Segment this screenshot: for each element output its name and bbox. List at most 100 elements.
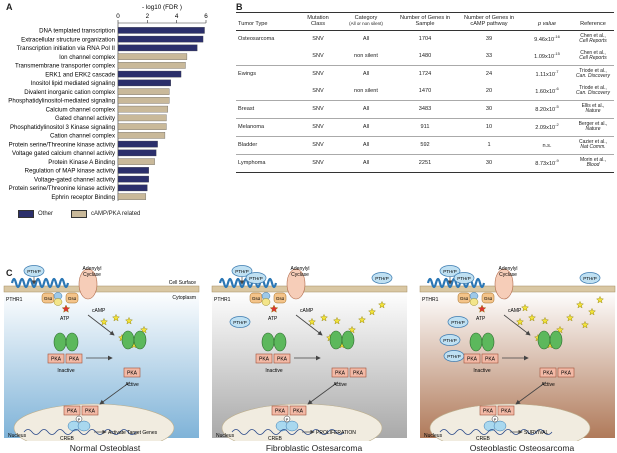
mutation-table: Tumor Type Mutation Class Category (All … <box>236 12 614 173</box>
cell-category: All <box>338 135 394 155</box>
pvalue-base: 8.20x10 <box>535 107 556 114</box>
camp-star <box>566 313 574 322</box>
camp-star <box>112 313 120 322</box>
pka-subunit: PKA <box>463 353 481 364</box>
regulatory-subunits <box>121 330 147 350</box>
legend-label-other: Other <box>38 211 54 217</box>
legend-swatch-other <box>18 210 34 218</box>
gsa-active <box>481 292 495 304</box>
nucleus <box>221 403 383 441</box>
cell-mclass: SNV <box>312 88 324 95</box>
cell-mclass: SNV <box>312 36 324 43</box>
reference-journal: Blood <box>586 162 600 169</box>
pthrp-ligand: PTHrP <box>439 265 461 277</box>
reference-journal: Nat Comm. <box>580 144 606 151</box>
bar <box>117 132 166 139</box>
cell-mclass: SNV <box>298 117 338 137</box>
regulatory-subunits <box>53 332 79 352</box>
pthrp-label: PTHrP <box>233 320 247 325</box>
caption-normal: Normal Osteoblast <box>69 443 141 453</box>
category-label: Protein serine/Threonine kinase activity <box>9 141 116 148</box>
header-category-sub: (All or non silent) <box>349 21 383 27</box>
gsa-label: Gsα <box>460 296 469 301</box>
bar <box>117 175 149 183</box>
pthrp-ligand: PTHrP <box>229 316 251 328</box>
pvalue-exponent: -9 <box>555 158 559 164</box>
pthr1-label: PTHR1 <box>422 297 439 303</box>
bar <box>117 62 186 69</box>
pvalue-exponent: -6 <box>555 86 559 92</box>
camp-label: cAMP <box>92 308 106 314</box>
bar <box>117 44 198 52</box>
cell-category: All <box>338 64 394 83</box>
pka-subunit: PKA <box>289 405 307 416</box>
x-tick-label: 4 <box>175 13 179 20</box>
pka-label: PKA <box>543 371 554 377</box>
gsa-active-label: Gsα <box>484 296 493 301</box>
category-label: DNA templated transcription <box>39 28 115 35</box>
pka-label: PKA <box>483 409 494 415</box>
cell-mclass: SNV <box>312 53 324 60</box>
pka-label: PKA <box>127 371 138 377</box>
camp-star <box>140 325 148 334</box>
pthr1-label: PTHR1 <box>6 297 23 303</box>
camp-star <box>576 300 584 309</box>
reference-authors: Chen et al., <box>580 32 606 39</box>
nuclear-entry-arrow <box>515 381 547 405</box>
bar <box>117 79 171 87</box>
pthr1-receptor <box>10 277 70 289</box>
pka-label: PKA <box>467 357 478 363</box>
pka-label: PKA <box>67 409 78 415</box>
camp-star <box>556 325 564 334</box>
reference-authors: Triode et al., <box>579 84 607 91</box>
reference-journal: Can. Discovery <box>576 73 610 80</box>
legend-label-camp: cAMP/PKA related <box>91 211 141 217</box>
category-label: Ion channel complex <box>59 54 115 61</box>
inactive-label: Inactive <box>57 368 74 374</box>
bar <box>117 123 167 130</box>
creb-label: CREB <box>476 436 491 441</box>
pvalue-base: 8.73x10 <box>535 161 556 168</box>
camp-star <box>378 300 386 309</box>
header-camp: Number of Genes in cAMP pathway <box>456 12 522 31</box>
camp-star <box>581 320 589 329</box>
pthrp-ligand: PTHrP <box>453 272 475 284</box>
active-label: Active <box>333 382 347 388</box>
g-protein: Gsα <box>41 292 63 306</box>
nucleus-label: Nucleus <box>424 433 443 439</box>
creb-protein <box>285 420 299 432</box>
creb-protein <box>77 420 91 432</box>
camp-star <box>348 325 356 334</box>
cell-mclass: SNV <box>298 64 338 83</box>
dna-helix <box>439 429 553 435</box>
pthrp-label: PTHrP <box>235 269 249 274</box>
pthrp-label: PTHrP <box>443 338 457 343</box>
cell-tumor <box>236 83 298 101</box>
caption-fibroblastic: Fibroblastic Ostesarcoma <box>265 443 363 453</box>
cytoplasm-label: Cytoplasm <box>172 295 196 301</box>
camp-star <box>588 307 596 316</box>
pthr1-receptor <box>218 277 278 289</box>
camp-star <box>320 313 328 322</box>
pvalue-base: 9.46x10 <box>534 37 555 44</box>
cell-tumor: Breast <box>236 99 298 119</box>
pvalue-exponent: -15 <box>554 51 560 57</box>
bar <box>117 53 188 60</box>
pthrp-ligand: PTHrP <box>439 334 461 346</box>
camp-star <box>516 317 524 326</box>
nuclear-entry-arrow <box>307 381 339 405</box>
reference-authors: Berger et al., <box>578 120 608 127</box>
target-genes-label: Activate Target Genes <box>108 430 158 436</box>
cell-membrane <box>419 285 616 293</box>
regulatory-subunits <box>261 332 287 352</box>
cell-membrane <box>3 285 200 293</box>
reference-authors: Triode et al., <box>579 67 607 74</box>
bar <box>117 88 170 95</box>
cell-pvalue: n.s. <box>522 135 572 155</box>
regulatory-subunits <box>469 332 495 352</box>
